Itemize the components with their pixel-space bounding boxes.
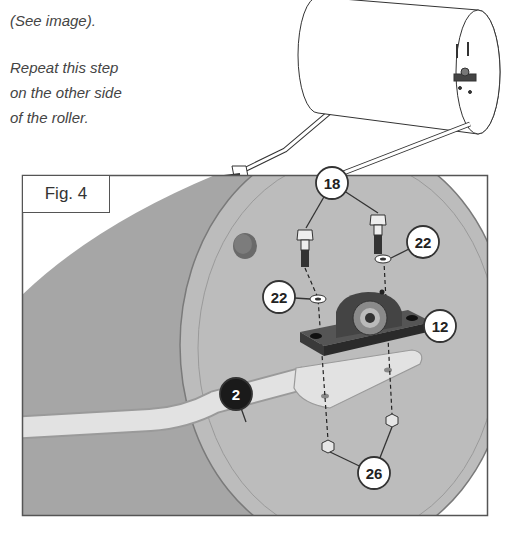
bearing-block (300, 290, 432, 357)
bearing-block (353, 301, 387, 335)
washer (380, 258, 386, 261)
bearing-block (360, 308, 380, 328)
callout-circle (316, 167, 348, 199)
instruction-note: Repeat this step on the other side of th… (10, 55, 130, 130)
roller-thumbnail (240, 112, 330, 172)
bearing-block (336, 292, 402, 338)
bolt (374, 235, 382, 254)
nut (322, 440, 334, 453)
roller-closeup (23, 176, 488, 516)
callout-number: 22 (262, 280, 296, 314)
callout-text: 22 (415, 234, 432, 251)
callout-number: 26 (357, 456, 391, 490)
roller-thumbnail (224, 0, 500, 198)
roller-thumbnail (456, 10, 500, 134)
callout-number: 18 (315, 166, 349, 200)
roller-thumbnail (456, 44, 458, 58)
bearing-block (406, 315, 418, 321)
handle-bar (23, 378, 306, 428)
callout-text: 12 (432, 318, 449, 335)
callout-text: 2 (232, 386, 240, 403)
washer (315, 298, 321, 301)
leader-line (236, 183, 440, 473)
drain-plug (233, 233, 257, 259)
roller-thumbnail (459, 87, 462, 90)
plate-hole (384, 368, 392, 373)
callout-circle (424, 310, 456, 342)
washer (310, 255, 391, 303)
bolt (301, 240, 309, 250)
nut (322, 414, 398, 453)
callout-circle (407, 226, 439, 258)
bolt (301, 250, 309, 267)
figure-label: Fig. 4 (45, 184, 88, 204)
drain-plug (234, 234, 252, 254)
roller-end-face (180, 176, 488, 516)
figure-frame (23, 176, 488, 516)
callout-number: 12 (423, 309, 457, 343)
handle-plate (294, 350, 422, 408)
callout-circle (220, 378, 252, 410)
bearing-block (365, 313, 375, 323)
instruction-note: (See image). (10, 8, 170, 33)
bolt (297, 215, 386, 267)
washer (375, 255, 391, 263)
bolt (297, 230, 313, 240)
callout-number: 2 (219, 377, 253, 411)
callout-text: 22 (271, 289, 288, 306)
roller-thumbnail (298, 0, 500, 134)
figure-label-box: Fig. 4 (22, 175, 110, 213)
roller-thumbnail (467, 42, 469, 56)
callout-text: 18 (324, 175, 341, 192)
roller-thumbnail (469, 91, 472, 94)
roller-thumbnail (461, 68, 469, 76)
bolt (370, 215, 386, 225)
callout-circle (358, 457, 390, 489)
bearing-block (300, 332, 324, 356)
callout-number: 22 (406, 225, 440, 259)
bearing-block (380, 290, 385, 295)
roller-thumbnail (240, 112, 330, 172)
washer (310, 295, 326, 303)
handle-bar (23, 378, 306, 428)
nut (386, 414, 398, 427)
callout-text: 26 (366, 465, 383, 482)
bolt (374, 225, 382, 235)
bearing-block (310, 333, 322, 339)
roller-rim (198, 176, 488, 516)
callout-circle (263, 281, 295, 313)
